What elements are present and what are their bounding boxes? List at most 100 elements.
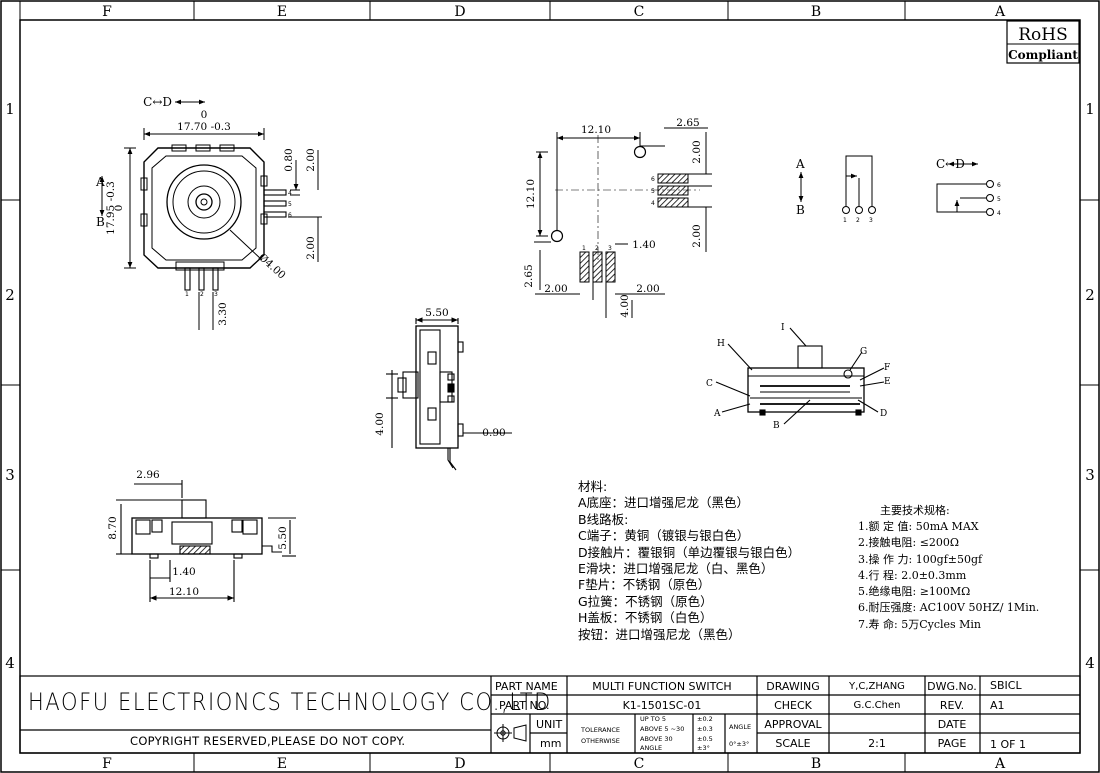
col-label-bottom: D (454, 756, 465, 772)
rohs-mark: RoHS Compliant (1006, 20, 1080, 64)
spec-line: 5.绝缘电阻: ≥100MΩ (858, 585, 971, 599)
circuit-cd-label: C↔D (936, 157, 965, 171)
page-value: 1 OF 1 (990, 738, 1026, 751)
row-label-left: 2 (5, 286, 15, 304)
spec-line: 7.寿 命: 5万Cycles Min (858, 617, 982, 631)
tol-value: ±0.5 (697, 735, 713, 743)
row-label-left: 3 (5, 466, 15, 484)
row-label-right: 1 (1085, 100, 1095, 118)
col-label-bottom: F (102, 756, 112, 772)
circuit-pin-number: 6 (997, 182, 1001, 189)
pcb-dim-4-00: 4.00 (619, 294, 631, 317)
check-value: G.C.Chen (854, 700, 901, 711)
pcb-dim-2-00-b2: 2.00 (636, 283, 659, 295)
col-label-top: E (277, 4, 287, 20)
angle-value: 0°±3° (729, 740, 749, 748)
front-dim-5-50: 5.50 (277, 526, 289, 549)
dim-height: 17.95 -0.3 (105, 181, 117, 235)
part-name-label: PART NAME (495, 680, 558, 693)
drawing-label: DRAWING (766, 680, 819, 693)
side-dim-0-90: 0.90 (482, 427, 505, 439)
side-view-labels: 5.50 4.00 0.90 (374, 307, 506, 439)
materials-list: 材料: A底座：进口增强尼龙（黑色） B线路板: C端子：黄铜（镀银与银白色） … (578, 479, 800, 643)
material-line: E滑块：进口增强尼龙（白、黑色） (578, 560, 774, 576)
col-label-bottom: A (994, 756, 1006, 772)
top-view (99, 99, 322, 330)
part-label: B (773, 421, 780, 431)
pin-number: 4 (288, 190, 292, 197)
pcb-dim-1-40: 1.40 (632, 239, 655, 251)
front-dim-12-10: 12.10 (169, 586, 199, 598)
dim-0-80: 0.80 (283, 148, 295, 171)
page-label: PAGE (938, 737, 967, 750)
pin-number: 3 (214, 291, 218, 298)
tol-range: ABOVE 30 (640, 735, 673, 743)
circuit-cd (936, 161, 994, 216)
rohs-title: RoHS (1018, 25, 1068, 45)
part-no-value: K1-1501SC-01 (623, 699, 702, 712)
front-view-labels: 2.96 8.70 5.50 1.40 12.10 (107, 469, 289, 598)
col-label-bottom: E (277, 756, 287, 772)
scale-value: 2:1 (868, 737, 886, 750)
part-label: C (706, 379, 713, 389)
spec-line: 4.行 程: 2.0±0.3mm (858, 568, 967, 582)
rohs-subtitle: Compliant (1008, 48, 1078, 62)
projection-symbol (494, 724, 527, 742)
pin-number: 5 (288, 201, 292, 208)
materials-title: 材料: (578, 479, 608, 494)
pcb-dim-12-10-h: 12.10 (581, 124, 611, 136)
front-dim-1-40: 1.40 (172, 566, 195, 578)
pad-number: 5 (651, 188, 655, 195)
part-no-label: PART NO. (499, 699, 549, 712)
circuit-pin-number: 2 (856, 217, 860, 224)
material-line: C端子：黄铜（镀银与银白色） (578, 528, 750, 544)
tol-value: ±0.3 (697, 725, 713, 733)
col-label-bottom: B (811, 756, 821, 772)
tol-range: ABOVE 5 ~30 (640, 725, 684, 733)
drawing-value: Y,C,ZHANG (848, 681, 905, 692)
material-line: D接触片：覆银铜（单边覆银与银白色） (578, 544, 801, 560)
col-label-top: A (994, 4, 1006, 20)
row-label-right: 4 (1085, 654, 1095, 672)
exploded-view (715, 327, 885, 425)
border-row-labels: 1 2 3 4 1 2 3 4 (5, 100, 1095, 672)
spec-line: 6.耐压强度: AC100V 50HZ/ 1Min. (858, 601, 1040, 615)
tolerance-label: TOLERANCE (580, 726, 620, 734)
specs-list: 1.额 定 值: 50mA MAX 2.接触电阻: ≤200Ω 3.操 作 力:… (858, 519, 1039, 633)
circuit-ab (798, 155, 876, 214)
circuit-label-a: A (795, 157, 805, 171)
tol-range: ANGLE (640, 744, 662, 752)
row-label-left: 4 (5, 654, 15, 672)
copyright-notice: COPYRIGHT RESERVED,PLEASE DO NOT COPY. (130, 734, 406, 748)
pad-number: 3 (608, 245, 612, 252)
title-block (19, 675, 1081, 754)
pin-number: 6 (288, 212, 292, 219)
part-label: I (781, 323, 785, 333)
dim-2-00-a: 2.00 (305, 148, 317, 171)
side-dim-5-50: 5.50 (425, 307, 448, 319)
angle-label: ANGLE (729, 723, 751, 731)
rev-label: REV. (940, 699, 964, 712)
top-view-pin-numbers: 1 2 3 4 5 6 (185, 190, 292, 298)
circuit-pin-number: 1 (843, 217, 847, 224)
circuit-ab-labels: A B 1 2 3 (795, 157, 873, 224)
row-label-right: 2 (1085, 286, 1095, 304)
spec-line: 2.接触电阻: ≤200Ω (858, 536, 960, 550)
pcb-layout (534, 127, 712, 318)
specs-title: 主要技术规格: (880, 504, 950, 517)
rev-value: A1 (990, 699, 1005, 712)
material-line: 按钮：进口增强尼龙（黑色） (578, 626, 741, 642)
material-line: H盖板：不锈钢（白色） (578, 610, 713, 626)
company-name: HAOFU ELECTRIONCS TECHNOLOGY CO.,LTD (28, 688, 552, 716)
dwg-label: DWG.No. (927, 680, 977, 693)
material-line: B线路板: (578, 511, 629, 527)
title-block-text: PART NAME MULTI FUNCTION SWITCH PART NO.… (495, 679, 1026, 752)
part-label: H (717, 339, 725, 349)
ab-direction-b: B (96, 215, 105, 229)
col-label-top: D (454, 4, 465, 20)
col-label-top: C (634, 4, 645, 20)
material-line: F垫片：不锈钢（原色） (578, 577, 711, 593)
side-view (386, 317, 512, 471)
spec-line: 3.操 作 力: 100gf±50gf (858, 552, 983, 566)
front-dim-2-96: 2.96 (136, 469, 160, 481)
